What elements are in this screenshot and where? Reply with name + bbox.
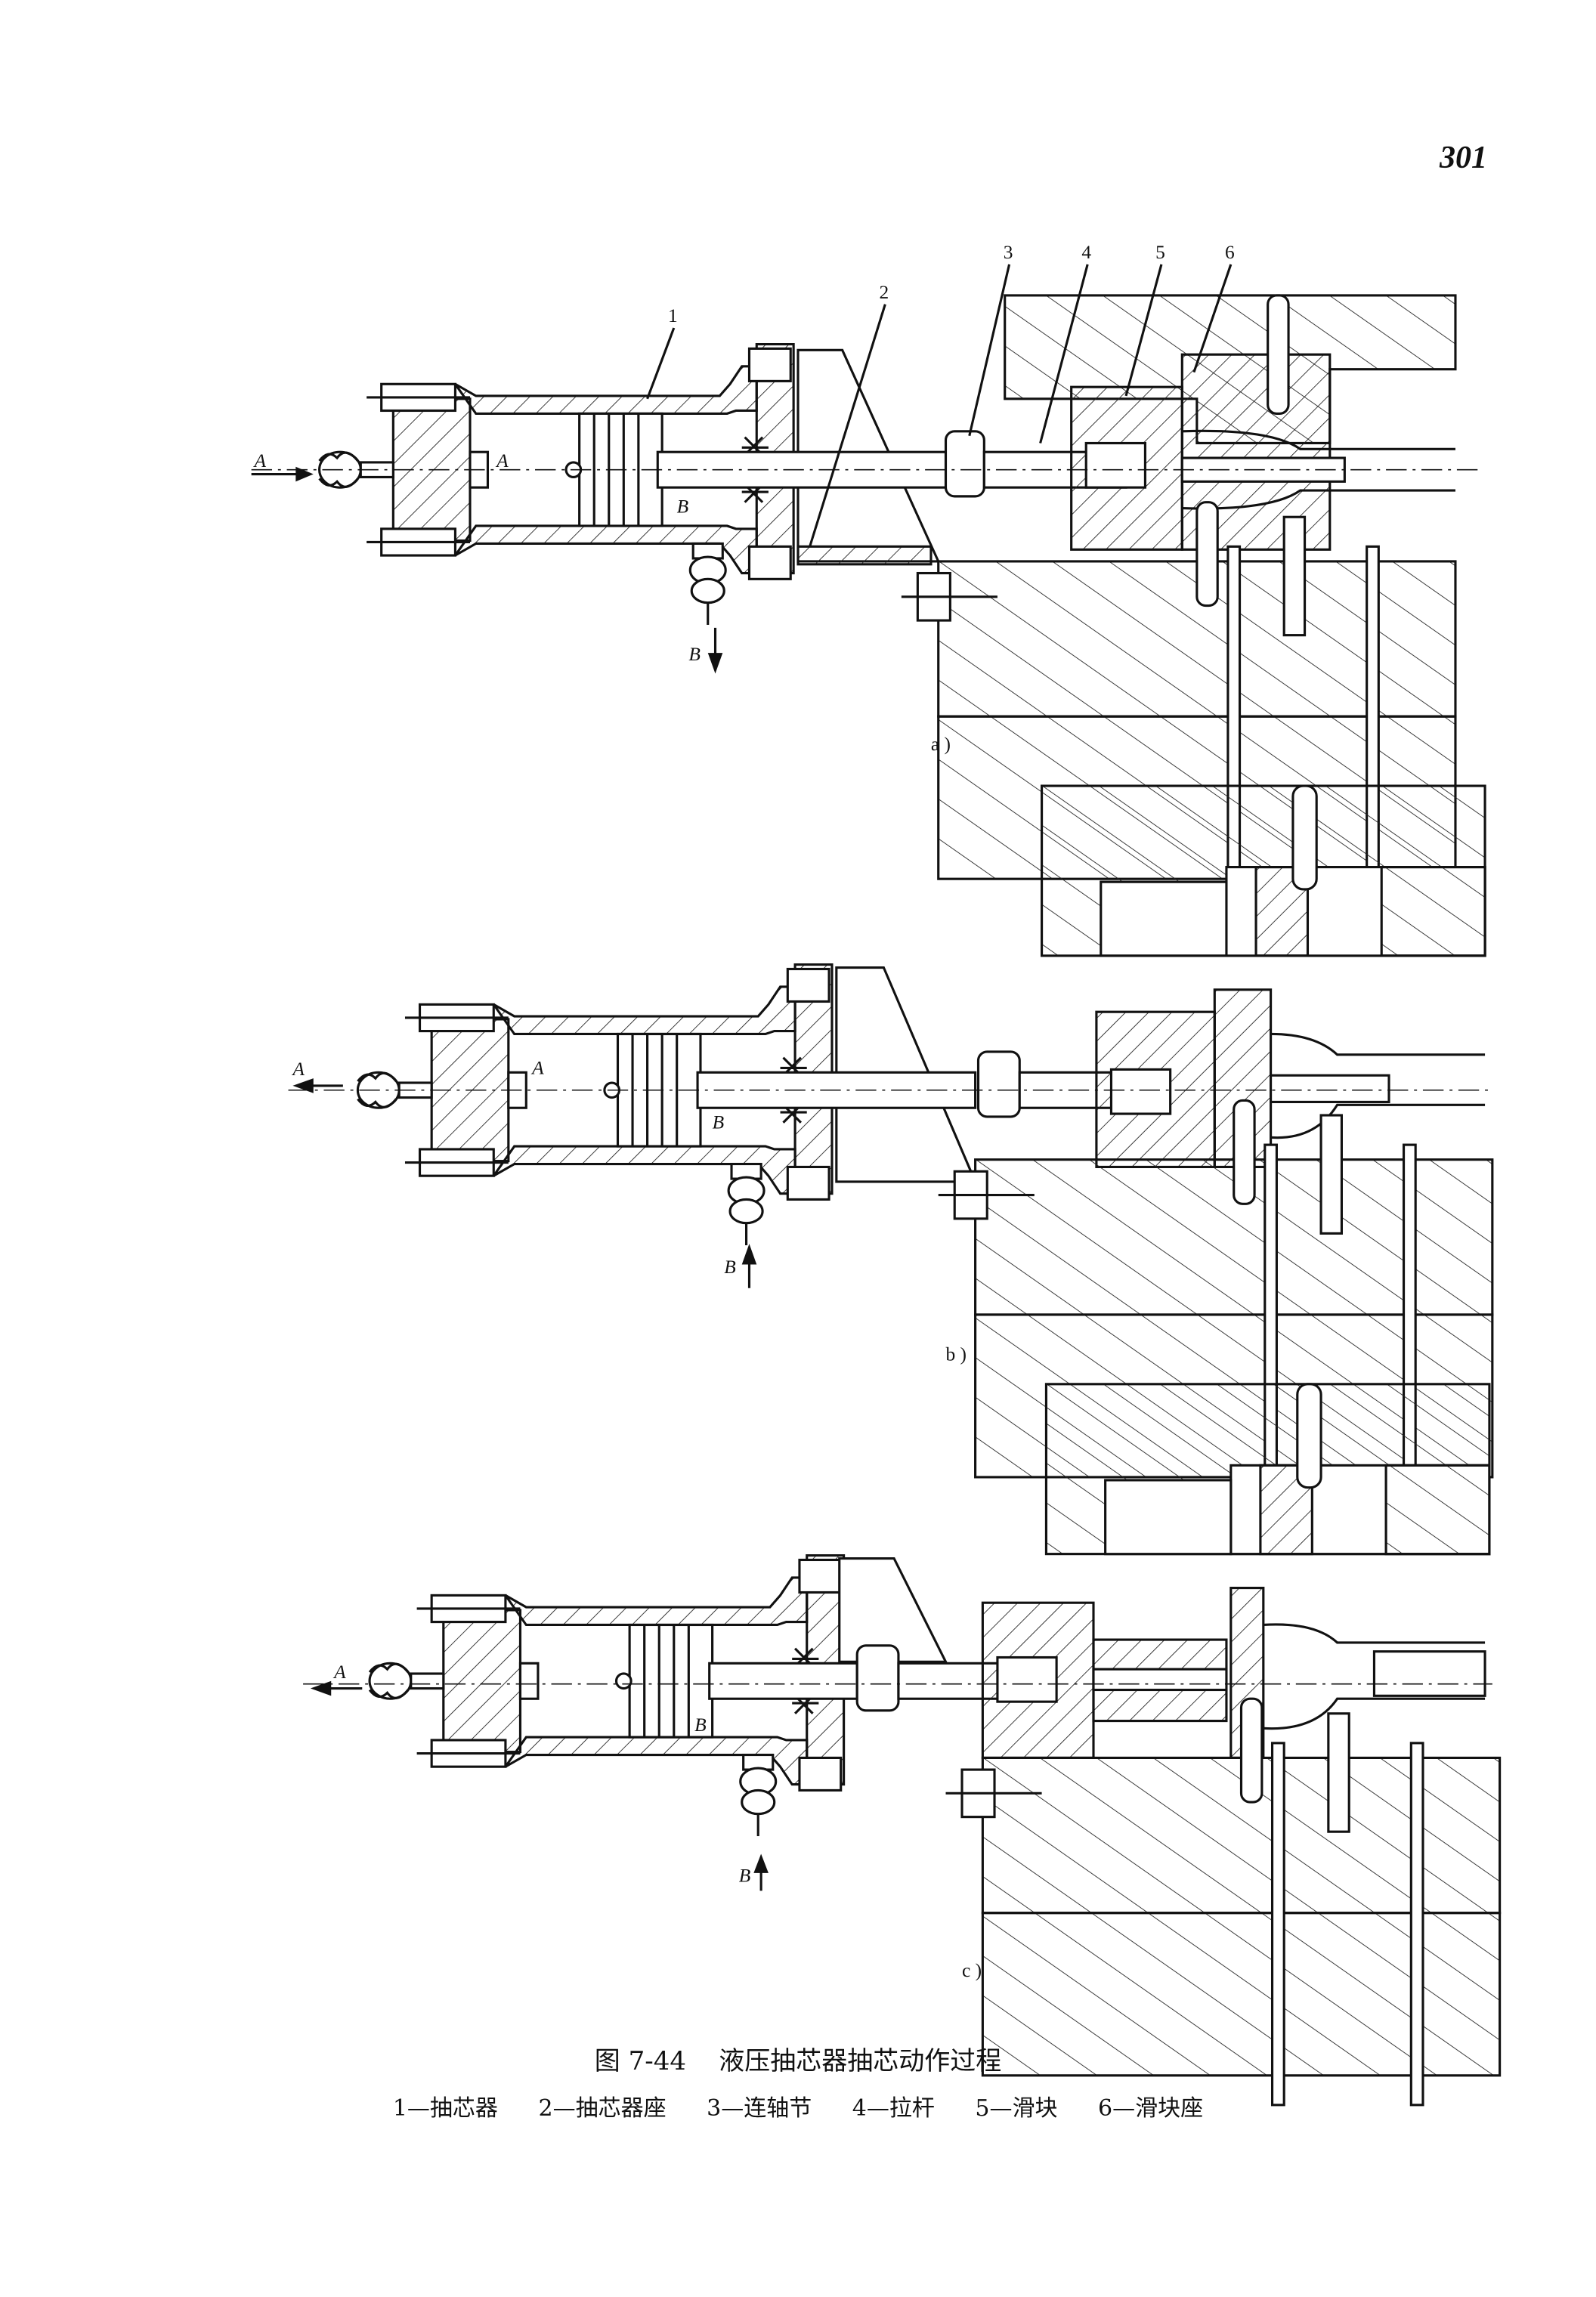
subfigure-c: A B B c )	[303, 1383, 1502, 2107]
subfigure-b: A A B B b )	[288, 784, 1494, 1508]
figure-caption: 图 7-44 液压抽芯器抽芯动作过程	[0, 2040, 1596, 2077]
callout-4: 4	[1081, 242, 1091, 263]
chamber-b-label: B	[713, 1112, 725, 1133]
port-a-label: A	[332, 1662, 346, 1683]
figure-title: 液压抽芯器抽芯动作过程	[719, 2046, 1002, 2076]
legend-item: 1—抽芯器	[392, 2095, 498, 2122]
callout-3: 3	[1004, 242, 1013, 263]
port-b-label: B	[724, 1257, 736, 1278]
legend-item: 2—抽芯器座	[538, 2095, 667, 2122]
callout-6: 6	[1225, 242, 1235, 263]
legend-item: 3—连轴节	[707, 2095, 812, 2122]
figure-legend: 1—抽芯器 2—抽芯器座 3—连轴节 4—拉杆 5—滑块 6—滑块座	[0, 2089, 1596, 2122]
callout-1: 1	[668, 305, 678, 326]
legend-item: 5—滑块	[975, 2095, 1058, 2122]
legend-item: 4—拉杆	[852, 2095, 935, 2122]
part-callouts: 1 2 3 4 5 6	[646, 242, 1235, 547]
chamber-b-label: B	[677, 496, 689, 517]
subfigure-a: A A B B a ) 1 2 3 4 5 6	[251, 242, 1478, 910]
port-b-label: B	[739, 1866, 751, 1887]
callout-2: 2	[880, 282, 889, 303]
port-a-label: A	[253, 450, 267, 471]
legend-item: 6—滑块座	[1098, 2095, 1204, 2122]
subfigure-c-label: c )	[962, 1960, 982, 1981]
subfigure-b-label: b )	[945, 1344, 967, 1365]
subfigure-a-label: a )	[931, 734, 951, 755]
page-number: 301	[1440, 141, 1487, 175]
port-b-label: B	[688, 644, 701, 665]
chamber-a-label: A	[530, 1057, 544, 1078]
chamber-a-label: A	[495, 450, 509, 471]
callout-5: 5	[1155, 242, 1165, 263]
port-a-label: A	[291, 1059, 305, 1080]
figure-number: 图 7-44	[594, 2046, 686, 2076]
chamber-b-label: B	[694, 1714, 707, 1736]
